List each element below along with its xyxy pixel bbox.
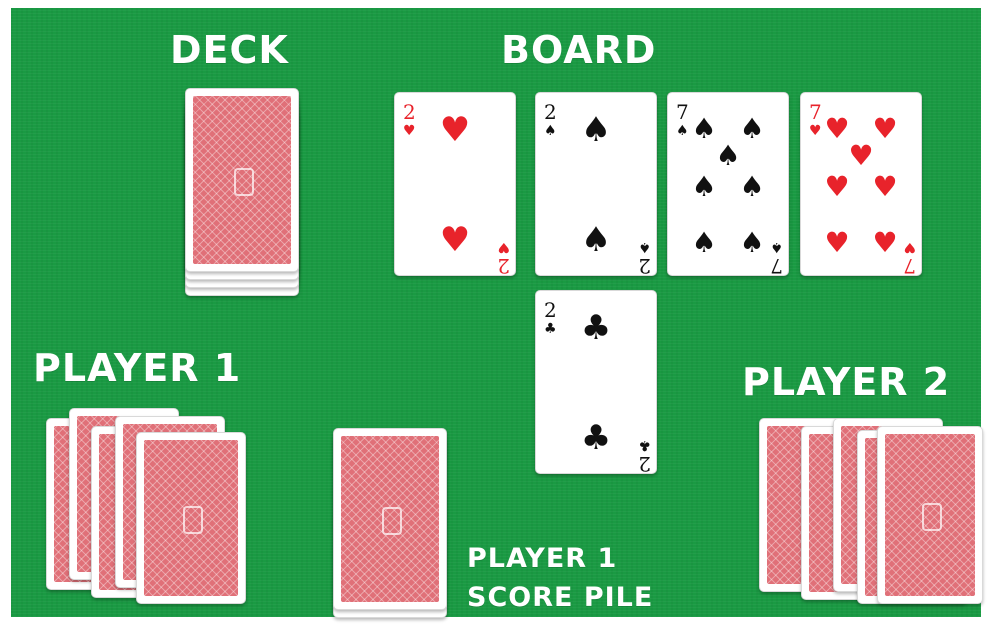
card-face: 2 ♣ ♣ ♣ 2 ♣ xyxy=(536,291,656,473)
card-face: 7 ♥ ♥♥ ♥ ♥♥ ♥♥ 7 ♥ xyxy=(801,93,921,275)
svg-text:♥: ♥ xyxy=(809,123,822,139)
svg-text:7: 7 xyxy=(809,100,822,124)
svg-text:♠: ♠ xyxy=(581,220,611,260)
svg-text:♥: ♥ xyxy=(872,226,897,259)
player1-card[interactable] xyxy=(136,432,246,604)
svg-text:♠: ♠ xyxy=(581,110,611,150)
deck-label: DECK xyxy=(170,30,289,70)
svg-text:♣: ♣ xyxy=(638,437,651,453)
svg-text:♠: ♠ xyxy=(715,139,740,172)
svg-text:2: 2 xyxy=(403,100,416,124)
svg-text:♥: ♥ xyxy=(440,110,470,150)
svg-text:♠: ♠ xyxy=(691,112,716,145)
card-face: 7 ♠ ♠♠ ♠ ♠♠ ♠♠ 7 ♠ xyxy=(668,93,788,275)
svg-text:♣: ♣ xyxy=(581,308,611,348)
board-card-2-clubs[interactable]: 2 ♣ ♣ ♣ 2 ♣ xyxy=(535,290,657,474)
card-face: 2 ♠ ♠ ♠ 2 ♠ xyxy=(536,93,656,275)
svg-text:2: 2 xyxy=(638,452,651,473)
svg-text:♥: ♥ xyxy=(440,220,470,260)
svg-text:2: 2 xyxy=(497,254,510,275)
svg-text:♣: ♣ xyxy=(544,321,557,337)
svg-text:♥: ♥ xyxy=(872,112,897,145)
svg-text:♥: ♥ xyxy=(903,239,916,255)
svg-text:♠: ♠ xyxy=(739,112,764,145)
board-card-7-hearts[interactable]: 7 ♥ ♥♥ ♥ ♥♥ ♥♥ 7 ♥ xyxy=(800,92,922,276)
svg-text:♠: ♠ xyxy=(739,226,764,259)
svg-text:♥: ♥ xyxy=(848,139,873,172)
svg-text:♠: ♠ xyxy=(739,170,764,203)
svg-text:7: 7 xyxy=(676,100,689,124)
svg-text:♥: ♥ xyxy=(824,112,849,145)
svg-text:♠: ♠ xyxy=(638,239,651,255)
svg-text:♠: ♠ xyxy=(770,239,783,255)
svg-text:♥: ♥ xyxy=(403,123,416,139)
score-pile-label-line1: PLAYER 1 xyxy=(467,542,617,576)
deck-top-card[interactable] xyxy=(185,88,299,272)
board-card-2-hearts[interactable]: 2 ♥ ♥ ♥ 2 ♥ xyxy=(394,92,516,276)
svg-text:2: 2 xyxy=(638,254,651,275)
svg-text:2: 2 xyxy=(544,298,557,322)
svg-text:7: 7 xyxy=(770,254,783,275)
svg-text:♠: ♠ xyxy=(676,123,689,139)
svg-text:♠: ♠ xyxy=(691,226,716,259)
svg-text:♥: ♥ xyxy=(872,170,897,203)
player2-card[interactable] xyxy=(877,426,983,604)
player2-label: PLAYER 2 xyxy=(742,362,950,402)
svg-text:2: 2 xyxy=(544,100,557,124)
svg-text:♠: ♠ xyxy=(544,123,557,139)
board-label: BOARD xyxy=(501,30,656,70)
svg-text:7: 7 xyxy=(903,254,916,275)
svg-text:♥: ♥ xyxy=(497,239,510,255)
card-face: 2 ♥ ♥ ♥ 2 ♥ xyxy=(395,93,515,275)
score-pile-label-line2: SCORE PILE xyxy=(467,581,653,615)
board-card-2-spades[interactable]: 2 ♠ ♠ ♠ 2 ♠ xyxy=(535,92,657,276)
svg-text:♥: ♥ xyxy=(824,170,849,203)
svg-text:♣: ♣ xyxy=(581,418,611,458)
svg-text:♥: ♥ xyxy=(824,226,849,259)
player1-label: PLAYER 1 xyxy=(33,348,241,388)
score-pile-top-card[interactable] xyxy=(333,428,447,610)
svg-text:♠: ♠ xyxy=(691,170,716,203)
card-table: DECK BOARD PLAYER 1 PLAYER 2 PLAYER 1 SC… xyxy=(11,8,981,617)
board-card-7-spades[interactable]: 7 ♠ ♠♠ ♠ ♠♠ ♠♠ 7 ♠ xyxy=(667,92,789,276)
